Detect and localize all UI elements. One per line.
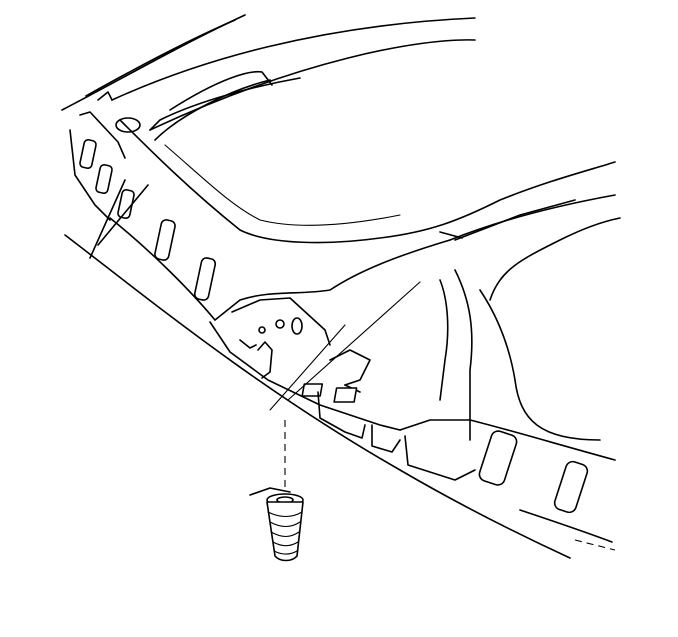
push-pin-fastener [249,487,304,562]
center-bracket [209,297,476,481]
panel-front-face [64,194,616,559]
panel-upper-surface [119,70,616,244]
right-panel-section [439,217,621,551]
panel-top-edge [61,14,476,131]
round-port [115,117,141,133]
callout-leaders [269,281,421,411]
left-vent-grille [69,111,217,301]
